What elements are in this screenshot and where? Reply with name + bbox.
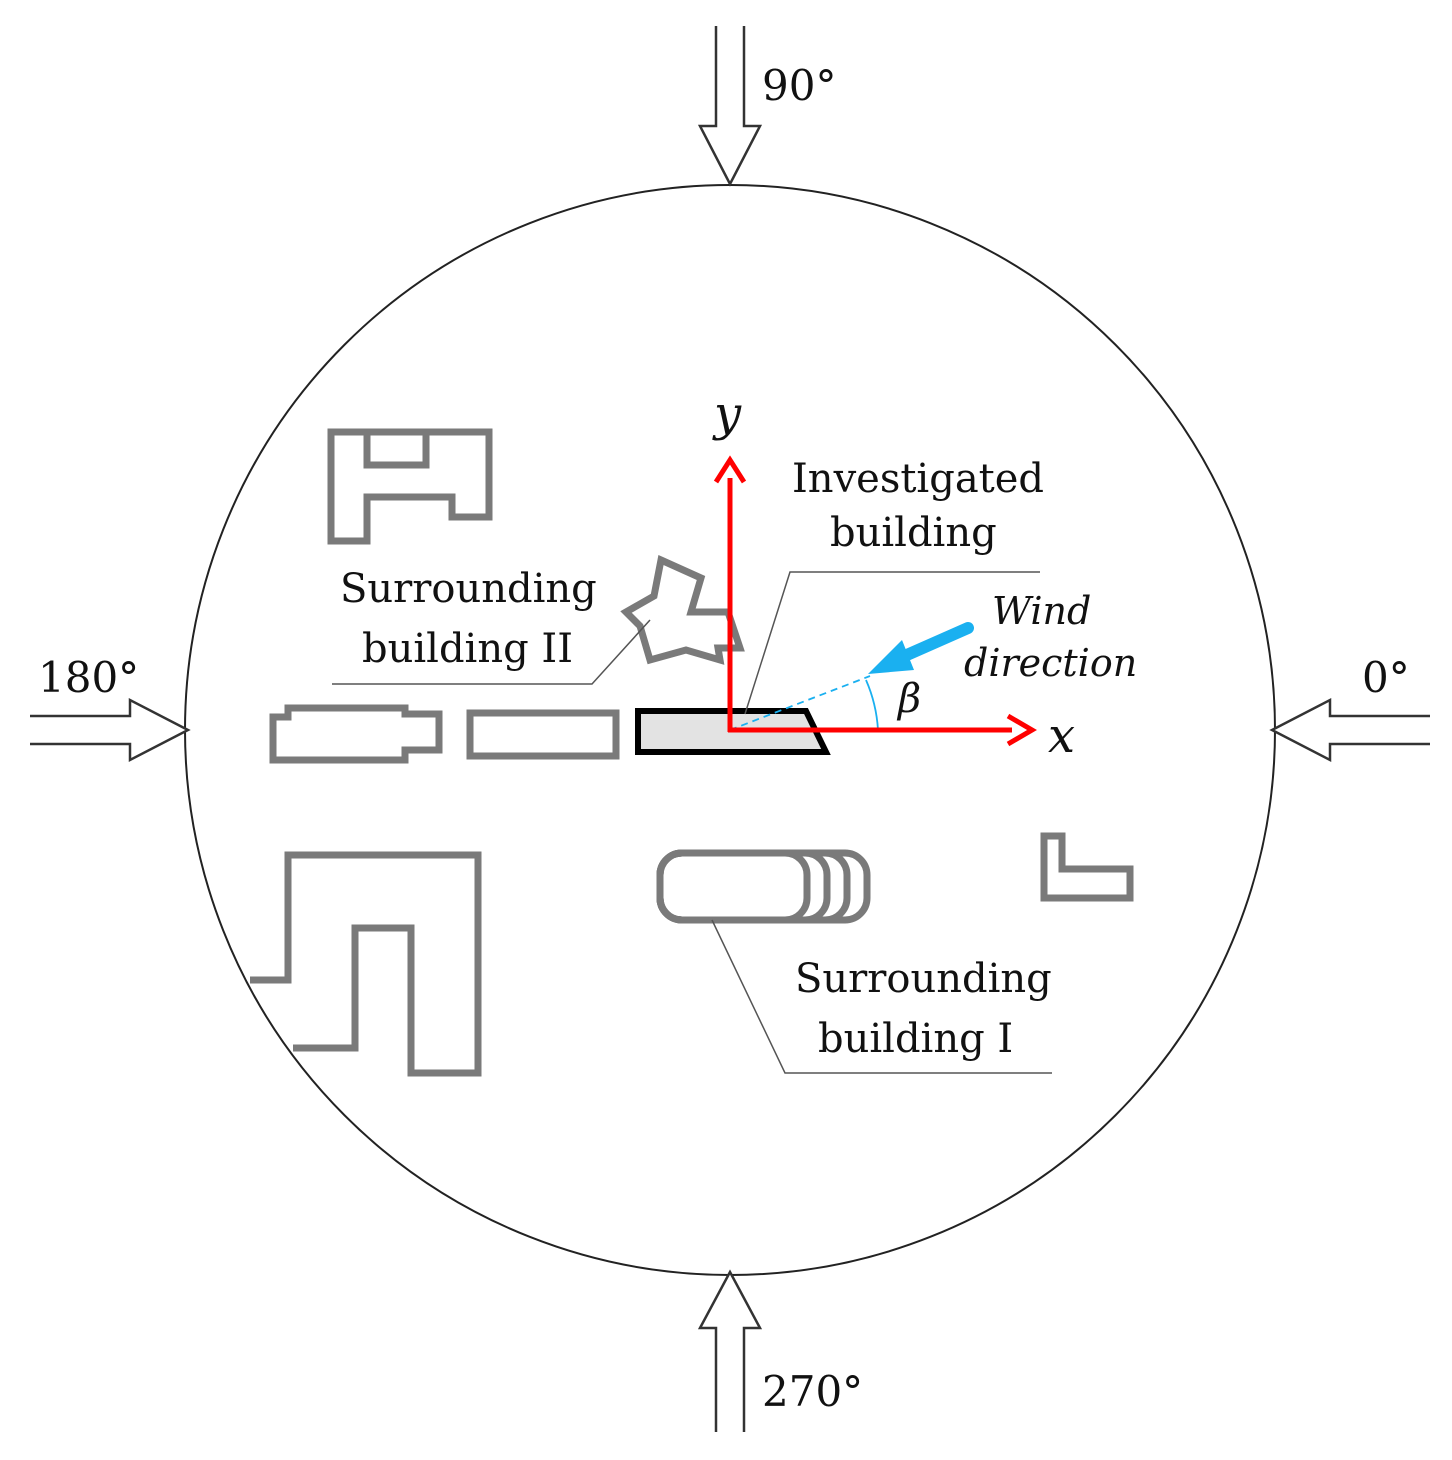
north-angle-label: 90° bbox=[762, 61, 836, 110]
investigated-leader-line bbox=[744, 571, 1040, 715]
wind-direction-label-line2: direction bbox=[964, 641, 1137, 685]
surrounding-ii-leader-line bbox=[332, 619, 651, 685]
surrounding-i-leader-line bbox=[711, 919, 1052, 1074]
building-top-left bbox=[327, 428, 493, 545]
surrounding-building-i bbox=[656, 849, 871, 924]
y-axis-label: y bbox=[712, 386, 742, 442]
x-axis-arrow bbox=[728, 713, 1037, 747]
building-l-shape-right bbox=[1040, 832, 1134, 902]
building-top-left-notch bbox=[363, 432, 430, 469]
surrounding-i-label-line2: building I bbox=[818, 1016, 1013, 1062]
building-bottom-left bbox=[250, 851, 482, 1077]
investigated-label-line2: building bbox=[830, 510, 997, 556]
east-wind-arrow bbox=[1269, 697, 1430, 763]
surrounding-ii-label-line1: Surrounding bbox=[340, 566, 597, 612]
surrounding-i-label-line1: Surrounding bbox=[795, 956, 1052, 1002]
wind-direction-label-line1: Wind bbox=[992, 589, 1091, 633]
wind-direction-arrow-shaft bbox=[894, 622, 974, 664]
x-axis-label: x bbox=[1048, 708, 1075, 764]
beta-angle-label: β bbox=[896, 676, 921, 722]
south-wind-arrow bbox=[697, 1269, 763, 1432]
north-wind-arrow bbox=[697, 26, 763, 187]
west-angle-label: 180° bbox=[38, 653, 139, 702]
wind-direction-arrow-head bbox=[868, 640, 914, 674]
building-row-left bbox=[269, 704, 443, 764]
surrounding-building-ii bbox=[620, 554, 745, 665]
surrounding-ii-label-line2: building II bbox=[362, 626, 573, 672]
y-axis-arrow bbox=[713, 455, 747, 732]
east-angle-label: 0° bbox=[1362, 653, 1410, 702]
west-wind-arrow bbox=[30, 697, 191, 763]
angle-arc bbox=[865, 679, 879, 731]
investigated-label-line1: Investigated bbox=[792, 456, 1044, 502]
wind-direction-dashed-line bbox=[729, 675, 871, 731]
south-angle-label: 270° bbox=[762, 1367, 863, 1416]
building-row-middle bbox=[466, 709, 620, 760]
